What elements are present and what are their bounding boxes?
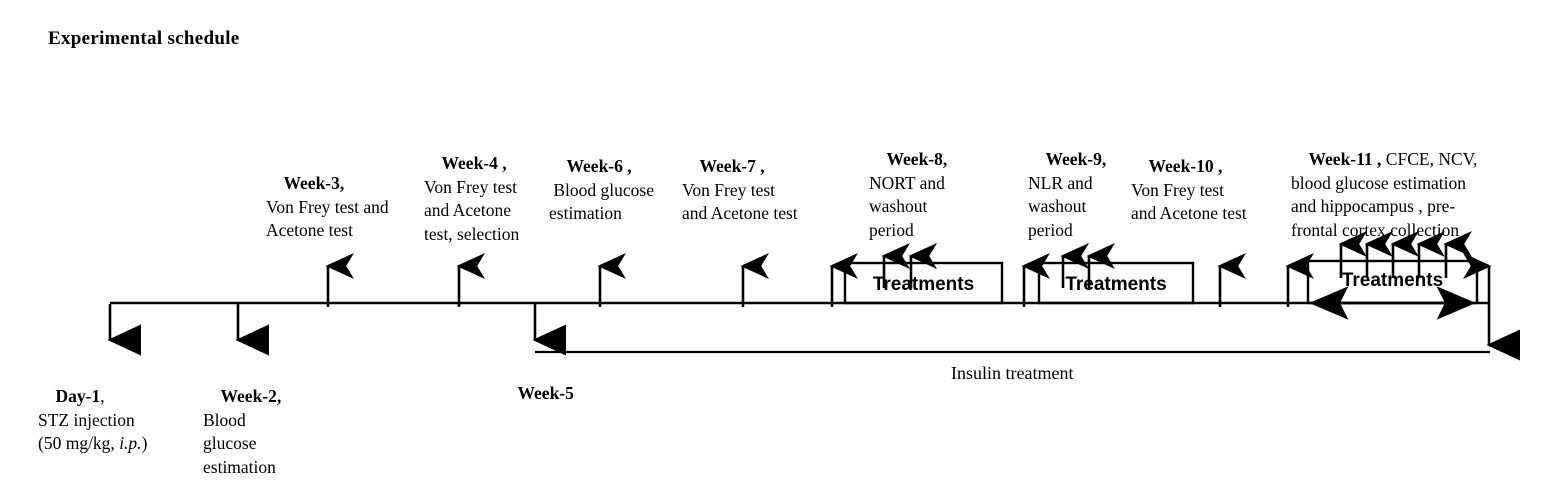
label-week-8: Week-8, NORT and washout period <box>869 124 947 267</box>
event-up-arrows <box>325 253 1314 307</box>
label-week-8-week: Week-8, <box>886 148 948 169</box>
timeline-artwork <box>107 231 1521 361</box>
label-week-3: Week-3, Von Frey test and Acetone test <box>266 148 389 267</box>
label-day-1: Day-1, STZ injection (50 mg/kg, i.p.) <box>38 361 147 480</box>
experimental-schedule-diagram: Experimental schedule <box>38 28 1521 480</box>
label-week-2-detail: Blood glucose estimation <box>203 409 276 478</box>
label-day-1-week: Day-1 <box>55 385 101 406</box>
label-week-10-week: Week-10 , <box>1148 155 1223 176</box>
label-week-11-detail: CFCE, NCV, blood glucose estimation and … <box>1291 148 1478 241</box>
label-week-9: Week-9, NLR and washout period <box>1028 124 1106 267</box>
label-week-11: Week-11 , CFCE, NCV, blood glucose estim… <box>1291 124 1477 267</box>
label-week-6-week: Week-6 , <box>566 155 632 176</box>
label-week-8-detail: NORT and washout period <box>869 172 945 241</box>
label-week-7-week: Week-7 , <box>699 155 765 176</box>
label-week-4-detail: Von Frey test and Acetone test, selectio… <box>424 176 520 245</box>
label-week-11-week: Week-11 , <box>1308 148 1382 169</box>
label-week-6: Week-6 , Blood glucose estimation <box>549 131 654 250</box>
treatment-box-1-label: Treatments <box>872 274 975 295</box>
label-day-1-detail-post: ) <box>141 433 148 454</box>
treatment-box-2-label: Treatments <box>1065 274 1167 295</box>
treatment-box-outlines <box>843 259 1479 305</box>
label-week-7: Week-7 , Von Frey test and Acetone test <box>682 131 798 250</box>
label-week-7-detail: Von Frey test and Acetone test <box>682 179 798 224</box>
label-week-3-week: Week-3, <box>283 172 345 193</box>
label-week-5: Week-5 <box>500 358 574 429</box>
label-week-3-detail: Von Frey test and Acetone test <box>266 196 389 241</box>
insulin-treatment-label: Insulin treatment <box>951 363 1074 383</box>
label-week-10: Week-10 , Von Frey test and Acetone test <box>1131 131 1247 250</box>
treatment-box-3-label: Treatments <box>1341 270 1444 291</box>
label-week-10-detail: Von Frey test and Acetone test <box>1131 179 1247 224</box>
treatment-box-1 <box>843 261 1004 305</box>
label-week-5-week: Week-5 <box>517 382 574 403</box>
treatment-box-3 <box>1306 259 1479 305</box>
event-down-arrows <box>107 304 567 356</box>
treatment-box-2 <box>1037 261 1195 305</box>
label-day-1-detail-pre: , STZ injection (50 mg/kg, <box>38 385 135 454</box>
label-week-2: Week-2, Blood glucose estimation <box>203 361 281 504</box>
label-week-9-detail: NLR and washout period <box>1028 172 1093 241</box>
label-week-6-detail: Blood glucose estimation <box>549 179 654 224</box>
page-title: Experimental schedule <box>48 28 240 49</box>
label-week-4: Week-4 , Von Frey test and Acetone test, … <box>424 128 519 271</box>
label-day-1-detail-italic: i.p. <box>119 433 142 454</box>
label-week-9-week: Week-9, <box>1045 148 1107 169</box>
label-week-2-week: Week-2, <box>220 385 282 406</box>
label-week-4-week: Week-4 , <box>441 152 507 173</box>
